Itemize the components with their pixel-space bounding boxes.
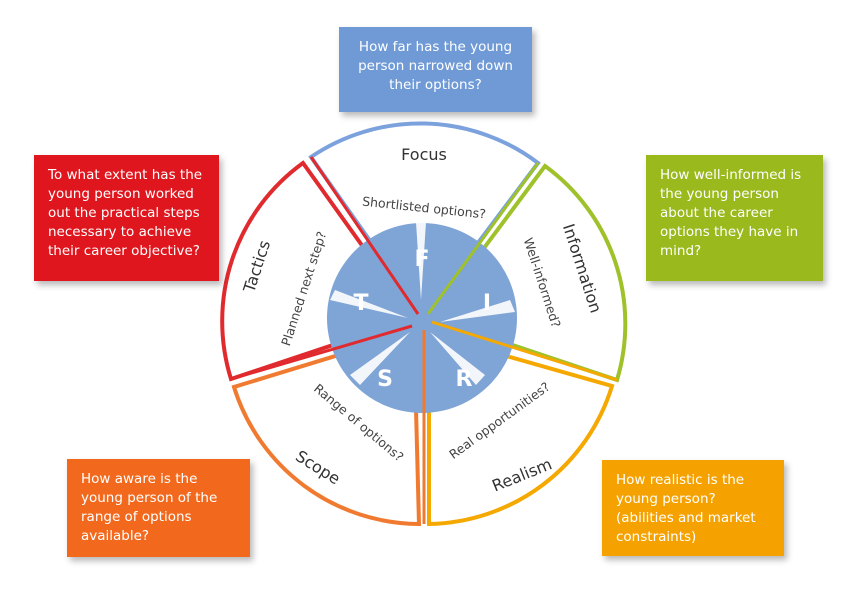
hub-letter-i: I [483, 291, 491, 316]
divider-line [431, 320, 618, 382]
hub-notch [416, 222, 426, 300]
callout-focus: How far has the young person narrowed do… [339, 27, 532, 112]
hub-notch [440, 300, 515, 322]
hub-letter-f: F [414, 247, 429, 272]
hub-notch [350, 332, 410, 385]
hub-notch [430, 332, 485, 385]
hub-letter-r: R [456, 367, 473, 392]
divider-line [230, 324, 413, 381]
segment-focus [308, 121, 541, 320]
callout-tactics: To what extent has the young person work… [34, 155, 219, 281]
segment-title-focus: Focus [401, 145, 447, 164]
hub-notch [330, 290, 408, 318]
callout-scope: How aware is the young person of the ran… [67, 459, 250, 557]
callout-information: How well-informed is the young person ab… [646, 155, 823, 281]
callout-realism: How realistic is the young person? (abil… [602, 460, 784, 556]
hub-letter-t: T [353, 291, 368, 316]
divider-line [426, 162, 540, 315]
divider-line [309, 156, 420, 315]
hub-letter-s: S [377, 367, 393, 392]
